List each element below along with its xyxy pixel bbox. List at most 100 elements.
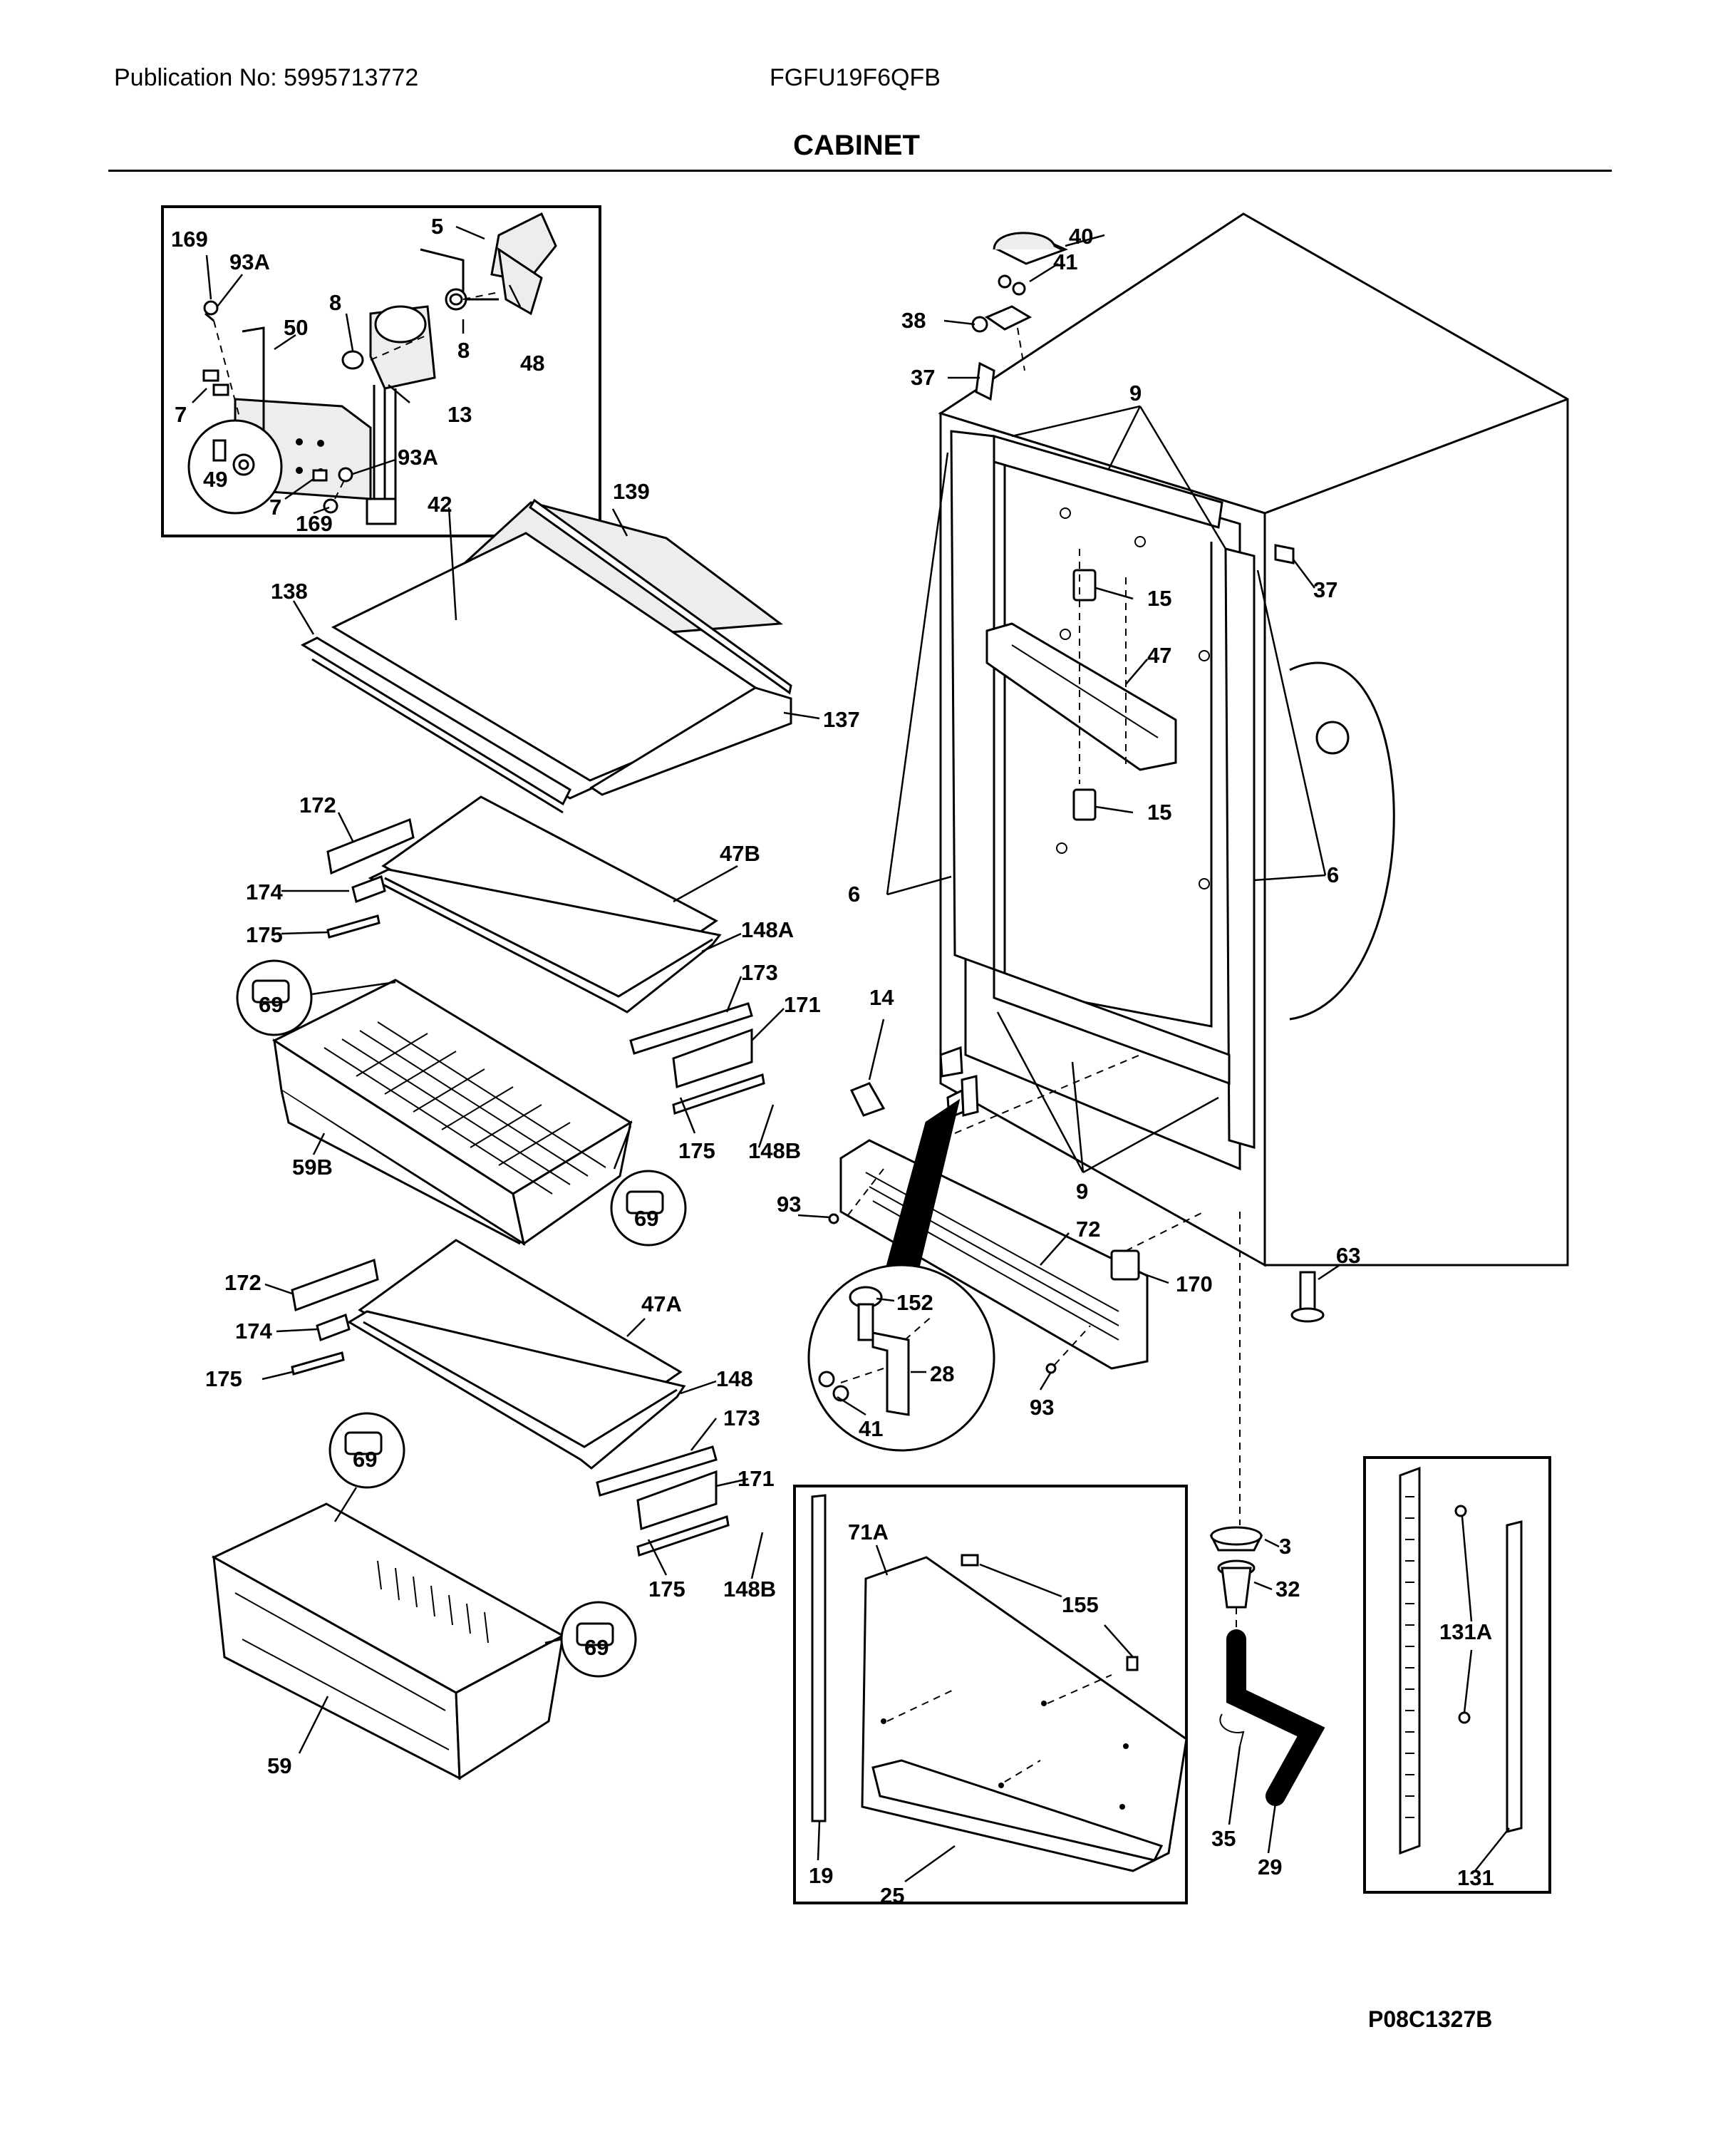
callout-label: 50 <box>284 315 308 340</box>
section-title: CABINET <box>793 130 920 161</box>
callout-label: 131A <box>1439 1619 1492 1644</box>
callout-label: 32 <box>1275 1577 1300 1601</box>
connector-170 <box>1110 1249 1140 1281</box>
callout-label: 69 <box>353 1447 377 1472</box>
drain-tube-29 <box>1226 1629 1325 1806</box>
callout-label: 169 <box>296 511 333 536</box>
callout-label: 69 <box>259 992 283 1017</box>
switch-14 <box>849 1082 886 1117</box>
callout-label: 8 <box>457 338 470 363</box>
crisper-drawer-59B <box>236 959 687 1247</box>
callout-label: 47A <box>641 1291 682 1316</box>
callout-label: 148B <box>723 1577 776 1601</box>
callout-label: 38 <box>901 308 926 333</box>
callout-label: 48 <box>520 351 544 376</box>
callout-label: 148 <box>716 1366 753 1391</box>
crisper-cover-upper <box>281 795 785 1148</box>
callout-label: 41 <box>859 1416 883 1441</box>
callout-label: 172 <box>299 793 336 817</box>
callout-label: 155 <box>1062 1592 1099 1617</box>
callout-label: 6 <box>1327 862 1339 887</box>
callout-label: 13 <box>447 402 472 427</box>
callout-label: 59B <box>292 1155 333 1180</box>
callout-label: 9 <box>1076 1179 1088 1204</box>
callout-label: 148A <box>741 917 794 942</box>
callout-label: 169 <box>171 227 208 252</box>
door-bin-box <box>793 1485 1188 1904</box>
callout-label: 171 <box>784 992 821 1017</box>
callout-label: 37 <box>1313 577 1337 602</box>
callout-label: 8 <box>329 290 341 315</box>
callout-label: 93A <box>398 445 438 470</box>
header-divider <box>108 170 1612 172</box>
shelf-trim-138 <box>300 636 571 806</box>
callout-label: 175 <box>648 1577 685 1601</box>
callout-label: 175 <box>205 1366 242 1391</box>
callout-label: 47B <box>720 841 760 866</box>
lower-cabinet-parts <box>797 1018 1340 1452</box>
callout-label: 174 <box>246 880 283 904</box>
trim-19 <box>811 1494 827 1822</box>
callout-label: 28 <box>930 1361 954 1386</box>
callout-label: 175 <box>246 922 283 947</box>
callout-label: 172 <box>224 1270 262 1295</box>
callout-label: 9 <box>1129 381 1142 406</box>
callout-labels: 169 93A 5 8 50 8 48 7 13 49 93A 7 169 13… <box>171 214 1494 1908</box>
callout-label: 152 <box>896 1290 933 1315</box>
slide-172 <box>326 817 415 875</box>
leveler-63 <box>1299 1271 1316 1313</box>
callout-label: 72 <box>1076 1217 1100 1242</box>
fan-motor-inset <box>161 205 601 537</box>
callout-label: 37 <box>911 365 935 390</box>
callout-label: 131 <box>1457 1865 1494 1890</box>
publication-number: Publication No: 5995713772 <box>114 64 419 91</box>
callout-label: 137 <box>823 707 860 732</box>
callout-label: 35 <box>1211 1826 1236 1851</box>
shelf-rail-box <box>1363 1456 1551 1894</box>
callout-label: 29 <box>1258 1855 1282 1879</box>
callout-label: 174 <box>235 1319 272 1343</box>
callout-label: 93A <box>229 249 270 274</box>
crisper-cover-lower <box>262 1239 764 1579</box>
clamp-35 <box>1219 1713 1245 1747</box>
callout-label: 7 <box>175 402 187 427</box>
callout-label: 138 <box>271 579 308 604</box>
callout-label: 175 <box>678 1138 715 1163</box>
callout-label: 3 <box>1279 1534 1291 1559</box>
cabinet-back-bulge <box>1289 661 1395 1021</box>
callout-label: 93 <box>777 1192 801 1217</box>
callout-label: 63 <box>1336 1243 1360 1268</box>
callout-label: 40 <box>1069 224 1093 249</box>
callout-label: 171 <box>738 1466 775 1491</box>
callout-label: 170 <box>1176 1272 1213 1296</box>
callout-label: 19 <box>809 1863 833 1888</box>
hinge-cover-40 <box>993 232 1062 251</box>
callout-label: 71A <box>848 1520 889 1544</box>
callout-label: 6 <box>848 882 860 907</box>
slide-171 <box>672 1028 753 1089</box>
callout-label: 41 <box>1053 249 1077 274</box>
shelf-trim-139 <box>529 498 792 695</box>
top-shelf-assembly <box>292 498 820 814</box>
drain-assembly <box>1209 1526 1325 1854</box>
callout-label: 69 <box>584 1635 609 1660</box>
crisper-drawer-59 <box>211 1412 637 1780</box>
callout-label: 69 <box>634 1206 658 1231</box>
callout-label: 25 <box>880 1883 904 1908</box>
cabinet-body <box>886 212 1569 1525</box>
callout-label: 49 <box>203 467 227 492</box>
callout-label: 15 <box>1147 800 1171 825</box>
callout-label: 42 <box>428 492 452 517</box>
callout-label: 173 <box>723 1405 760 1430</box>
callout-label: 173 <box>741 960 778 985</box>
callout-label: 15 <box>1147 586 1171 611</box>
rail-131A <box>1506 1520 1523 1833</box>
callout-label: 7 <box>269 495 281 520</box>
diagram-code: P08C1327B <box>1368 2006 1493 2032</box>
callout-label: 47 <box>1147 643 1171 668</box>
callout-label: 59 <box>267 1753 291 1778</box>
callout-label: 93 <box>1030 1395 1054 1420</box>
callout-label: 5 <box>431 214 443 239</box>
callout-label: 148B <box>748 1138 801 1163</box>
